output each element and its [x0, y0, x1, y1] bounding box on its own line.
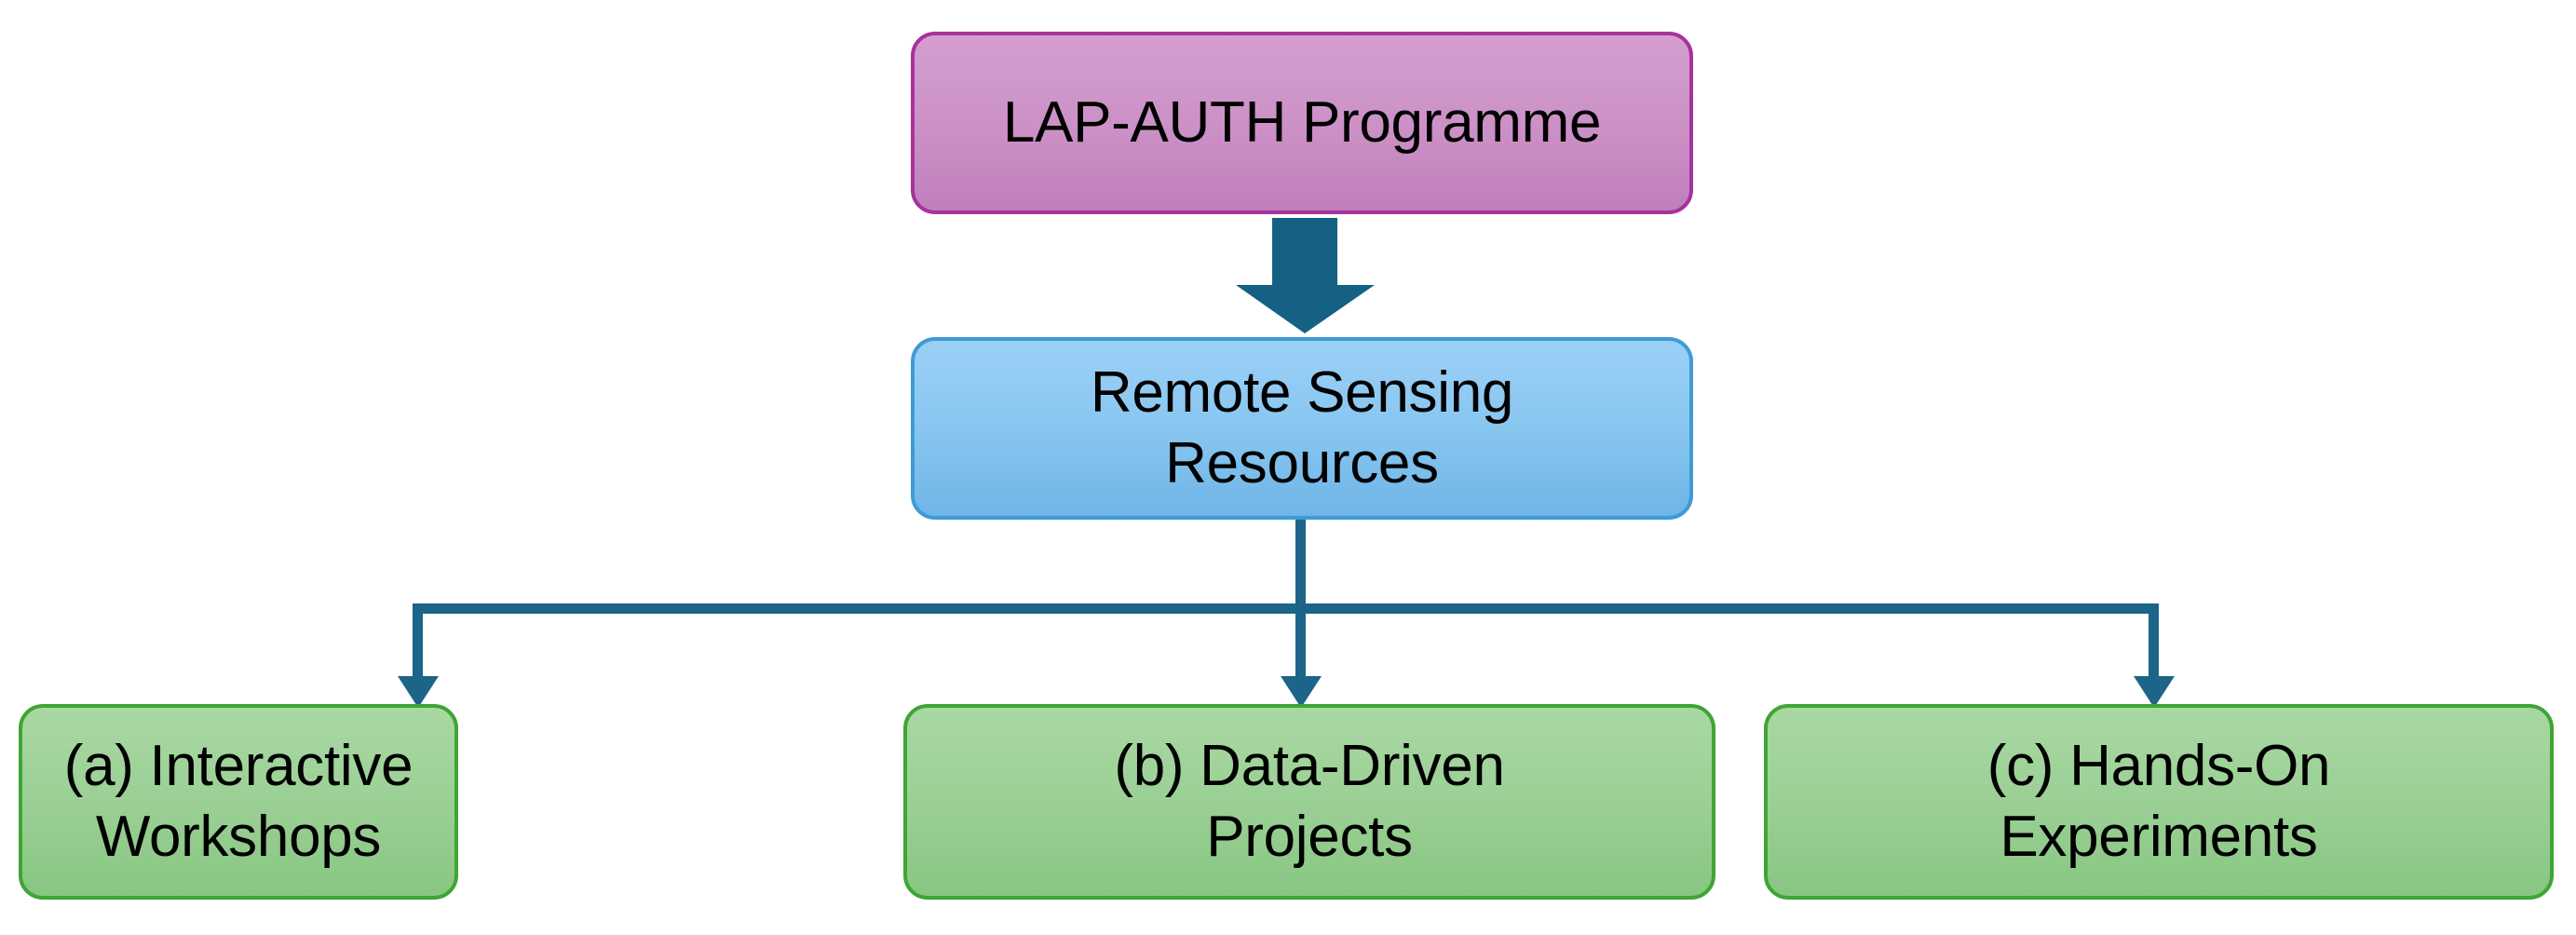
- node-interactive-workshops[interactable]: (a) Interactive Workshops: [19, 704, 458, 900]
- edge-distribution-bus: [413, 603, 2159, 614]
- edge-branch-experiments-vertical: [2149, 603, 2159, 683]
- node-remote-sensing-resources[interactable]: Remote Sensing Resources: [911, 337, 1693, 520]
- arrowhead-projects: [1281, 676, 1322, 708]
- node-hands-on-experiments[interactable]: (c) Hands-On Experiments: [1764, 704, 2554, 900]
- edge-resources-stem: [1295, 518, 1306, 612]
- edge-branch-projects-vertical: [1295, 603, 1306, 683]
- node-lap-auth-programme[interactable]: LAP-AUTH Programme: [911, 32, 1693, 214]
- node-data-driven-projects[interactable]: (b) Data-Driven Projects: [903, 704, 1715, 900]
- arrowhead-workshops: [398, 676, 439, 708]
- edge-branch-workshops-vertical: [413, 603, 423, 683]
- arrowhead-experiments: [2134, 676, 2175, 708]
- block-arrow-programme-to-resources: [1236, 218, 1375, 333]
